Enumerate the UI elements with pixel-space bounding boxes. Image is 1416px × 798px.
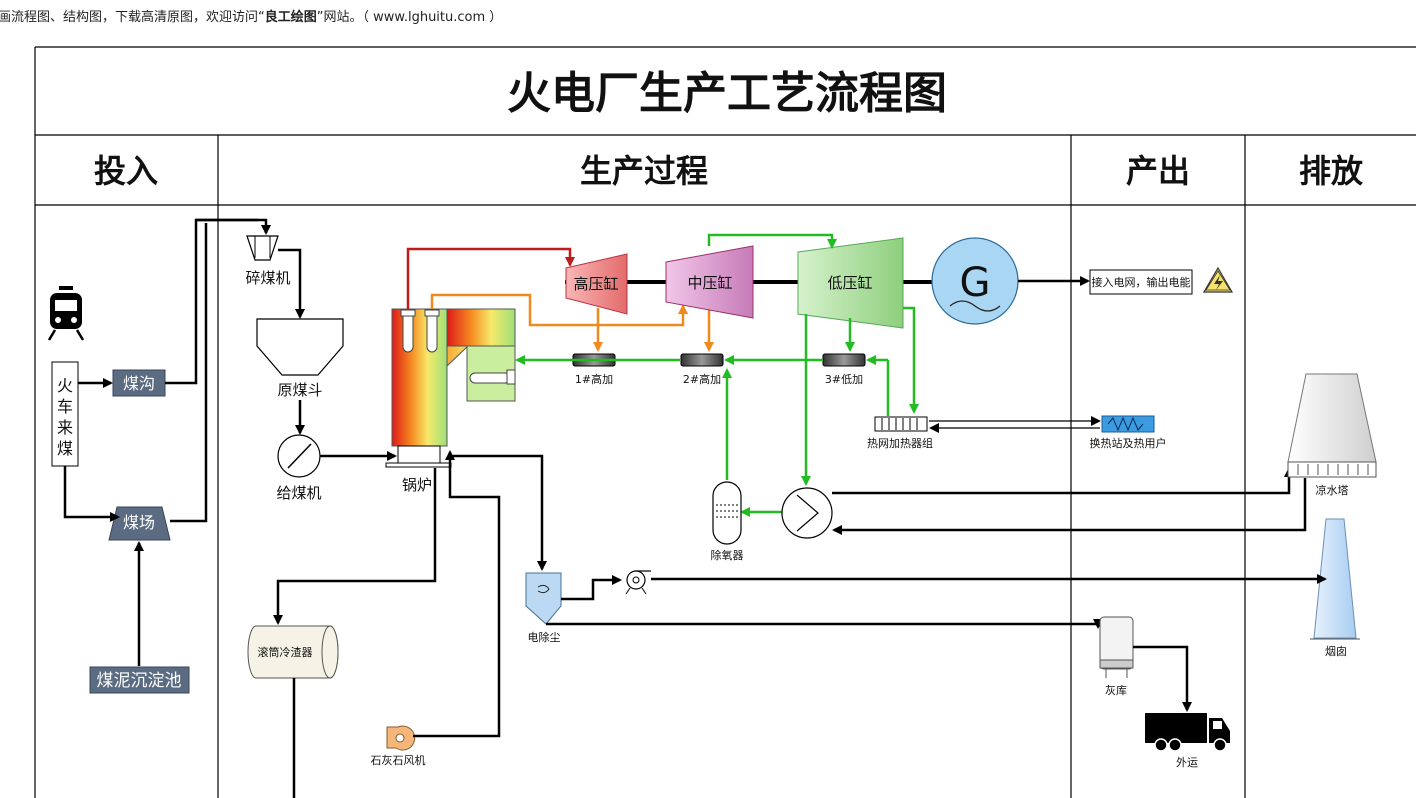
chimney: 烟囱 [1310, 518, 1360, 658]
deaerator-label: 除氧器 [711, 548, 744, 562]
coal-feeder: 给煤机 [276, 434, 322, 502]
limestone-to-boiler [413, 450, 501, 738]
transport-label: 外运 [1176, 756, 1198, 769]
promo-banner: 画流程图、结构图，下载高清原图，欢迎访问“良工绘图”网站。（ www.lghui… [0, 6, 502, 25]
promo-prefix: 画流程图、结构图，下载高清原图，欢迎访问“ [0, 10, 265, 25]
truck-icon: 外运 [1145, 713, 1230, 769]
train-icon [47, 286, 85, 341]
drum-cooler-label: 滚筒冷渣器 [258, 645, 313, 659]
diagram-frame [34, 46, 1416, 798]
heat-station: 换热站及热用户 [1090, 415, 1167, 450]
feeder-label: 给煤机 [276, 484, 321, 502]
esp-to-ash [546, 619, 1103, 629]
section-process: 生产过程 [580, 152, 708, 190]
crusher-to-hopper-arrow [278, 248, 305, 319]
ip-cylinder: 中压缸 [665, 245, 754, 319]
ash-to-truck [1133, 645, 1192, 712]
chimney-label: 烟囱 [1325, 644, 1347, 658]
coal-hopper: 原煤斗 [256, 318, 344, 399]
drum-slag-cooler: 滚筒冷渣器 [247, 625, 339, 679]
esp-label: 电除尘 [528, 630, 561, 644]
lp-heater-3: 3#低加 [822, 353, 866, 386]
heat-station-label: 换热站及热用户 [1090, 436, 1167, 450]
boiler: 锅炉 [385, 308, 516, 494]
flue-gas-to-esp [451, 454, 547, 571]
hp-heater-2: 2#高加 [680, 353, 724, 386]
promo-brand: 良工绘图 [264, 10, 317, 25]
reheat-steam-line [430, 293, 688, 327]
boiler-to-cooler [273, 468, 437, 625]
coal-yard: 煤场 [108, 506, 171, 541]
slime-pool-label: 煤泥沉淀池 [97, 671, 182, 691]
grid-label: 接入电网，输出电能 [1092, 275, 1191, 289]
crusher-label: 碎煤机 [245, 269, 290, 287]
limestone-fan: 石灰石风机 [371, 725, 426, 767]
train-coal-char-1: 火 [57, 376, 73, 395]
train-coal-char-4: 煤 [57, 439, 73, 458]
limestone-fan-label: 石灰石风机 [371, 753, 426, 767]
generator-label: G [960, 260, 991, 306]
cooling-tower-label: 凉水塔 [1316, 483, 1349, 497]
hp-cylinder-label: 高压缸 [573, 275, 618, 293]
induced-draft-fan [625, 570, 651, 595]
train-coal-char-2: 车 [57, 397, 73, 416]
lp-cylinder: 低压缸 [797, 237, 904, 329]
crossover-pipe [707, 233, 837, 249]
tower-to-condenser [832, 478, 1307, 535]
slime-pool: 煤泥沉淀池 [89, 666, 190, 694]
generator: G [931, 237, 1019, 325]
section-input: 投入 [94, 152, 158, 190]
hp-heater-2-label: 2#高加 [683, 372, 721, 386]
lp-heater-3-label: 3#低加 [825, 373, 863, 386]
condenser-to-tower [832, 467, 1294, 495]
ash-silo-label: 灰库 [1105, 683, 1127, 697]
crusher: 碎煤机 [245, 235, 291, 287]
section-output: 产出 [1126, 152, 1190, 190]
heat-net-label: 热网加热器组 [867, 436, 933, 450]
grid-box: 接入电网，输出电能 [1089, 269, 1193, 295]
high-voltage-warning-icon [1202, 266, 1234, 293]
lp-cylinder-label: 低压缸 [827, 274, 872, 292]
hp-heater-1-label: 1#高加 [575, 372, 613, 386]
boiler-label: 锅炉 [402, 476, 432, 494]
coal-yard-label: 煤场 [123, 513, 155, 532]
ip-cylinder-label: 中压缸 [687, 274, 732, 292]
main-steam-line [406, 247, 575, 309]
esp-to-fan [561, 575, 622, 601]
lp-to-heatnet-line [903, 306, 919, 414]
ash-silo: 灰库 [1099, 616, 1134, 697]
esp: 电除尘 [525, 572, 562, 644]
hp-cylinder: 高压缸 [565, 253, 628, 315]
promo-suffix: ”网站。（ www.lghuitu.com ） [316, 10, 503, 25]
diagram-title: 火电厂生产工艺流程图 [507, 68, 947, 119]
heat-net-heater: 热网加热器组 [867, 416, 933, 450]
train-coal-box: 火 车 来 煤 [51, 361, 79, 467]
cooling-tower: 凉水塔 [1287, 373, 1377, 497]
hopper-label: 原煤斗 [277, 381, 322, 399]
condenser [781, 487, 833, 539]
deaerator: 除氧器 [711, 481, 744, 562]
coal-ditch: 煤沟 [112, 369, 166, 397]
train-coal-char-3: 来 [57, 418, 73, 437]
input-connectors [63, 218, 271, 666]
coal-ditch-label: 煤沟 [123, 374, 155, 393]
section-discharge: 排放 [1299, 152, 1364, 190]
